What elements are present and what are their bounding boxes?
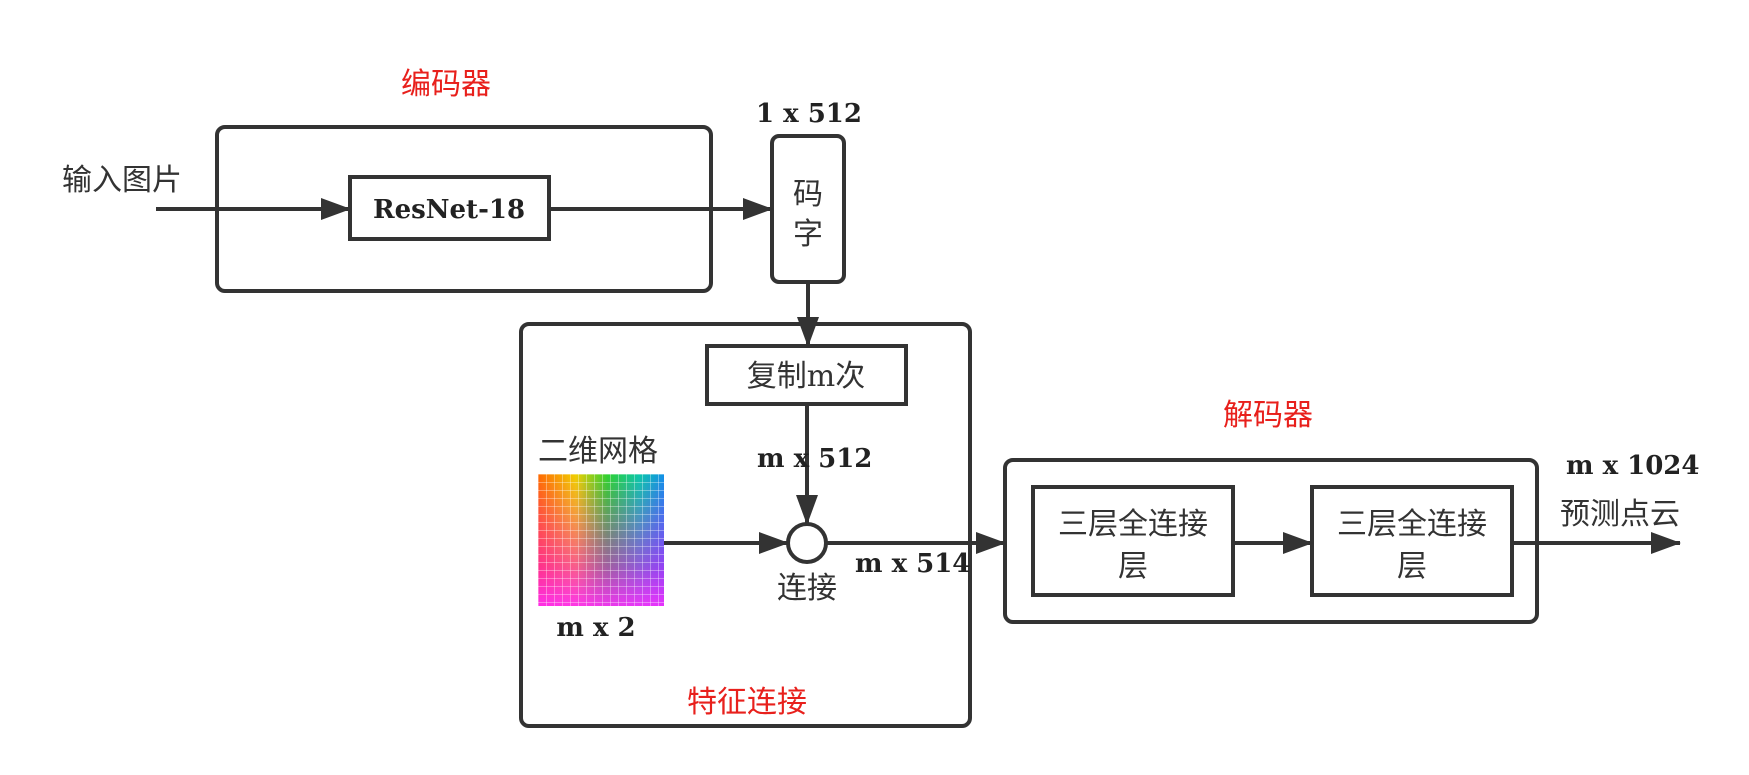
grid-image-icon [538,474,664,606]
code-dim-label: 1 x 512 [756,99,862,129]
fc1-line2: 层 [1118,549,1148,584]
output-label: 预测点云 [1560,497,1680,532]
fc1-line1: 三层全连接 [1058,507,1208,542]
concat-label: 连接 [777,571,837,606]
fc2-line2: 层 [1397,549,1427,584]
copy-label: 复制m次 [746,359,866,394]
encoder-title: 编码器 [401,67,491,102]
output-dim-label: m x 1024 [1566,451,1700,481]
resnet-label: ResNet-18 [372,195,526,225]
feature-concat-group [519,322,972,728]
code-char-1: 码 [793,177,823,212]
concat-dim-label: m x 514 [855,549,971,579]
concat-node [786,522,828,564]
grid-title: 二维网格 [538,434,658,469]
feature-concat-title: 特征连接 [687,685,807,720]
input-label: 输入图片 [62,163,182,198]
grid-dim-label: m x 2 [556,613,636,643]
decoder-title: 解码器 [1223,398,1313,433]
fc2-line1: 三层全连接 [1337,507,1487,542]
copy-dim-label: m x 512 [757,444,873,474]
code-char-2: 字 [793,217,823,252]
